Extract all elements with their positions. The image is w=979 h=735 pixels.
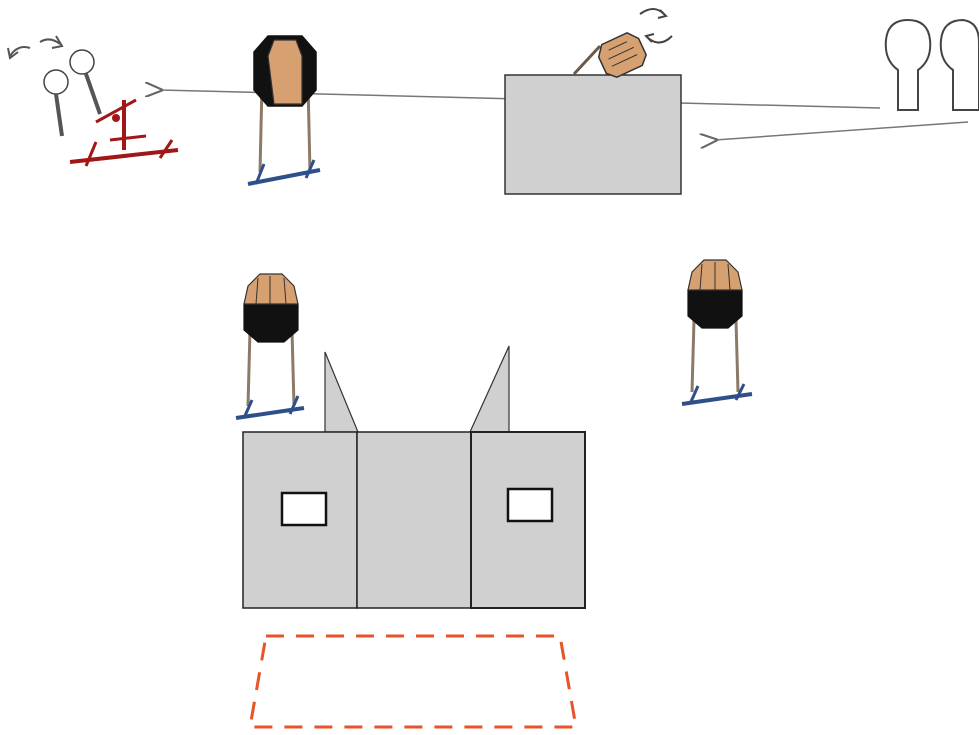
bottom-wall-assembly — [242, 345, 586, 609]
left-wall-panel — [242, 431, 358, 609]
right-port — [506, 487, 554, 523]
no-shoot-paddle-icon — [884, 18, 979, 111]
swinger-target — [7, 35, 179, 167]
movement-line-short — [715, 121, 969, 140]
right-wing — [469, 345, 510, 433]
target-stand-top-left — [247, 35, 321, 186]
center-wall-panel — [356, 431, 472, 609]
left-port — [280, 491, 328, 527]
swing-arrows-icon — [7, 35, 64, 60]
target-stand-middle-right — [681, 259, 753, 406]
shooting-area-fault-line — [248, 634, 578, 729]
top-wall — [504, 74, 682, 195]
left-wing — [324, 351, 359, 433]
target-stand-middle-left — [235, 273, 305, 420]
rotating-target — [572, 8, 673, 79]
rotate-arrows-icon — [639, 8, 673, 44]
